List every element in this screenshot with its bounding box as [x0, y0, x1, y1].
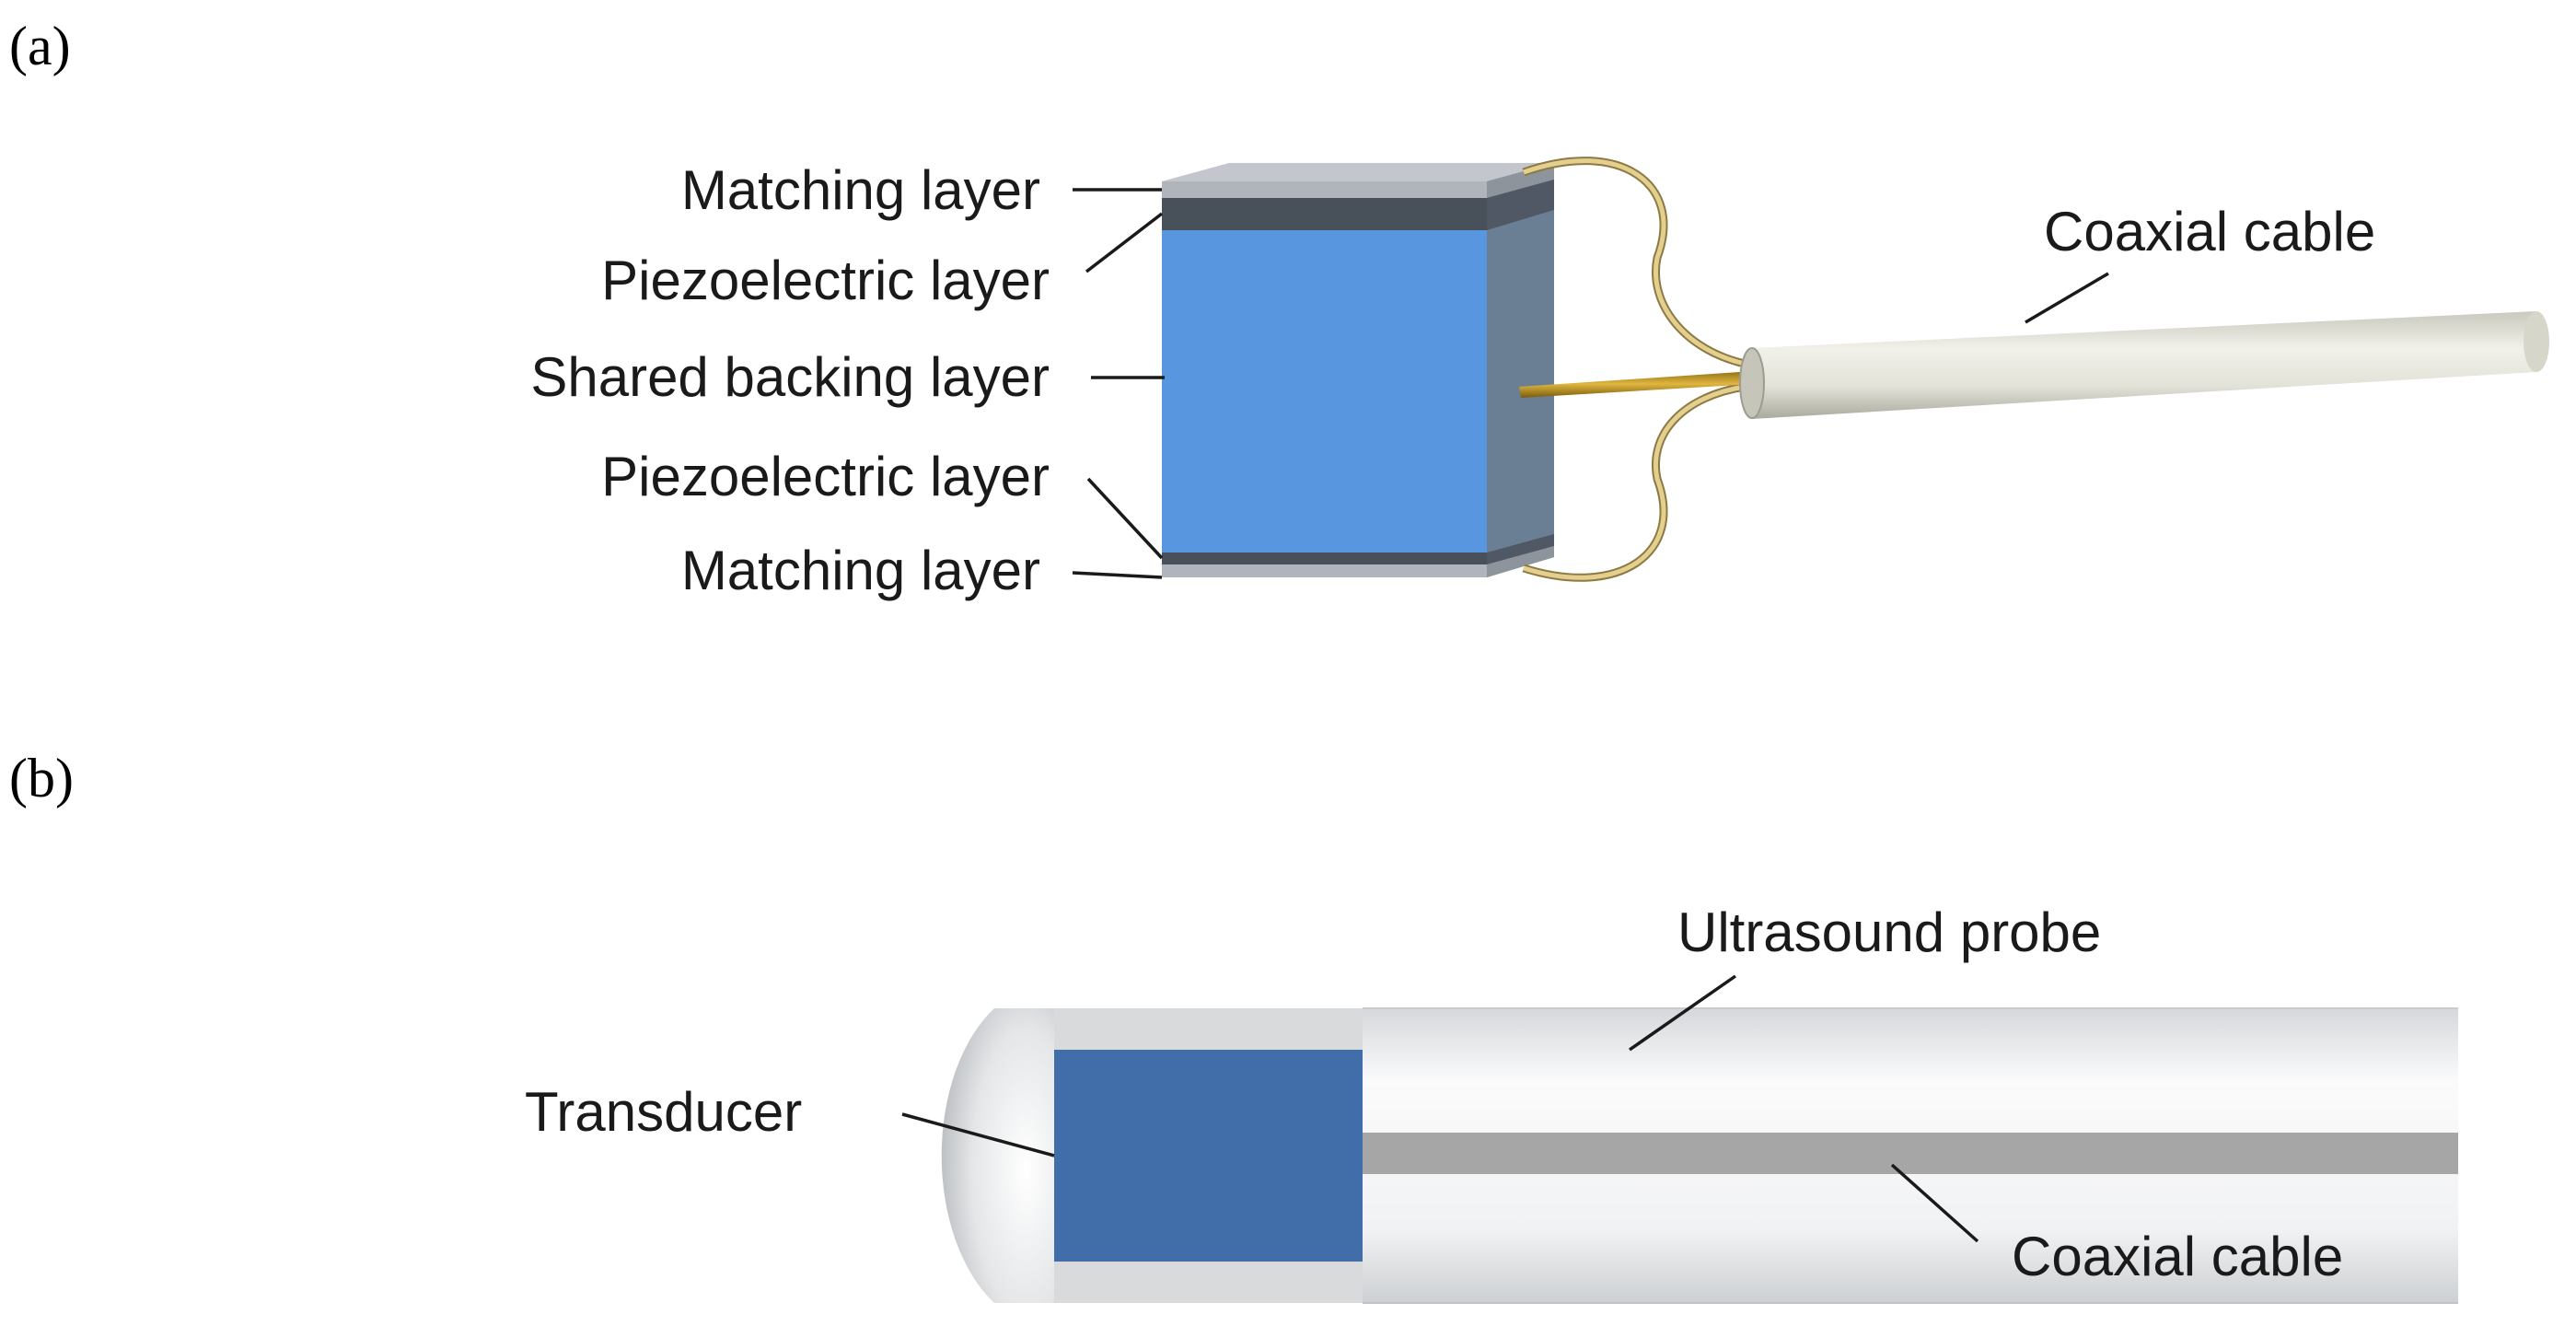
- leader-probe: [1629, 974, 1736, 1052]
- label-ultrasound-probe: Ultrasound probe: [1677, 901, 2101, 963]
- side-top-piezo: [1487, 180, 1554, 230]
- internal-coaxial-cable: [1363, 1133, 2458, 1174]
- transducer-element: [1054, 1050, 1363, 1262]
- top-matching-face: [1162, 163, 1554, 181]
- side-bottom-piezo: [1487, 534, 1554, 564]
- top-matching-layer: [1162, 181, 1487, 198]
- signal-wires: [1519, 157, 1770, 582]
- leader-matching-bottom: [1072, 571, 1163, 579]
- ultrasound-probe: [941, 1007, 2458, 1304]
- label-piezo-layer-bottom: Piezoelectric layer: [601, 446, 1050, 507]
- leader-piezo-bottom: [1086, 477, 1164, 560]
- label-coaxial-cable-a: Coaxial cable: [2044, 201, 2375, 262]
- panel-b-label: (b): [9, 748, 74, 808]
- center-pin: [1519, 370, 1770, 398]
- label-matching-layer-top: Matching layer: [681, 159, 1040, 221]
- side-bottom-matching: [1487, 546, 1554, 577]
- label-coaxial-cable-b: Coaxial cable: [2012, 1226, 2343, 1287]
- shared-backing-layer: [1162, 230, 1487, 552]
- coaxial-cable-a: [1739, 311, 2549, 419]
- leader-transducer: [901, 1112, 1055, 1157]
- leader-coax-b: [1890, 1163, 1979, 1243]
- layered-transducer-block: [1162, 163, 1554, 577]
- bottom-piezo-layer: [1162, 552, 1487, 564]
- bottom-matching-layer: [1162, 564, 1487, 577]
- block-side-face: [1487, 163, 1554, 577]
- probe-dome-tip: [941, 1008, 1054, 1303]
- label-piezo-layer-top: Piezoelectric layer: [601, 250, 1050, 311]
- top-piezo-layer: [1162, 198, 1487, 230]
- leader-coax-a: [2025, 272, 2109, 324]
- leader-piezo-top: [1085, 212, 1164, 273]
- label-matching-layer-bottom: Matching layer: [681, 540, 1040, 601]
- label-shared-backing-layer: Shared backing layer: [530, 346, 1050, 408]
- label-transducer: Transducer: [525, 1081, 802, 1143]
- panel-a-label: (a): [9, 16, 71, 76]
